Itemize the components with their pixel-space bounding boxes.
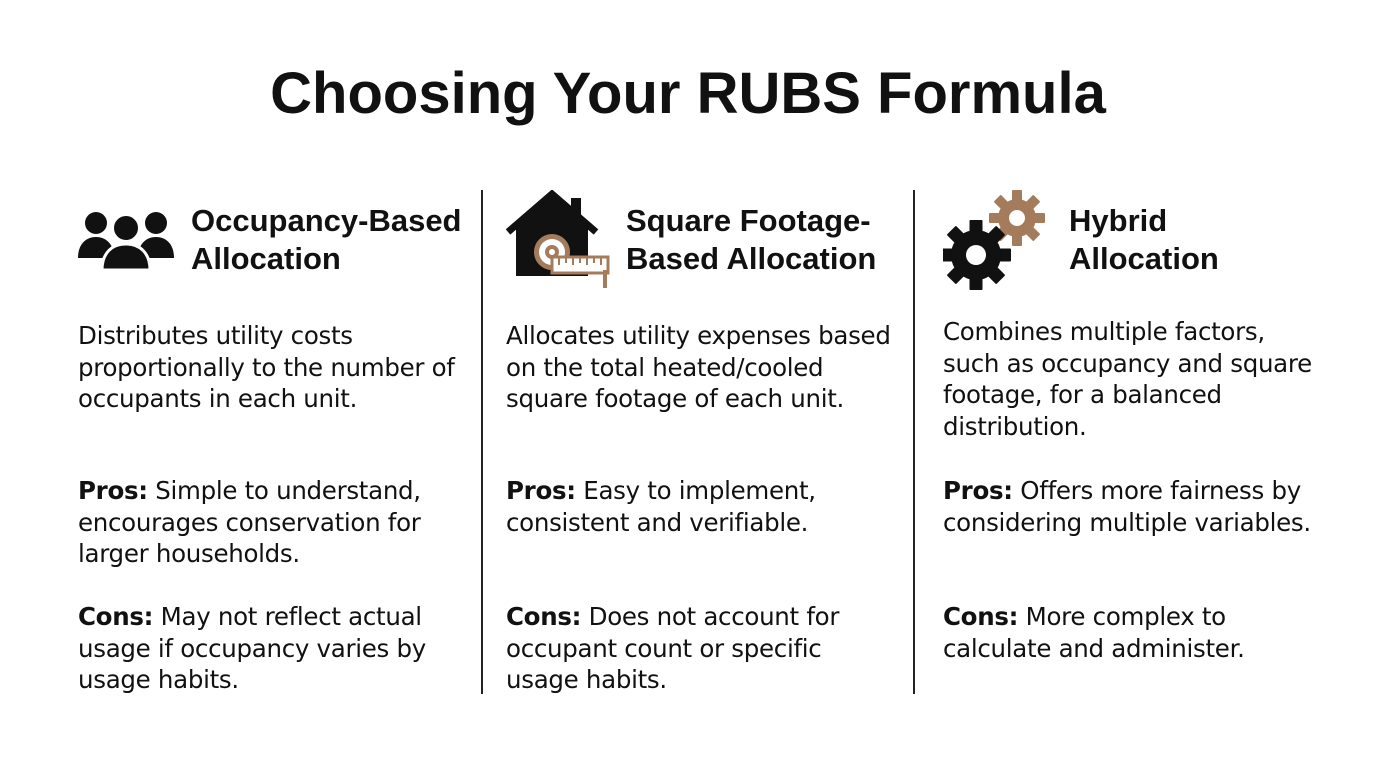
page-title: Choosing Your RUBS Formula [270, 61, 1106, 126]
people-group-icon [78, 208, 174, 277]
pros-paragraph: Pros: Simple to understand, encourages c… [78, 475, 468, 570]
column-title: Occupancy-Based Allocation [191, 202, 491, 278]
pros-text: Easy to implement, consistent and verifi… [506, 476, 816, 537]
column-description: Combines multiple factors, such as occup… [943, 317, 1312, 441]
column-description: Distributes utility costs proportionally… [78, 321, 455, 413]
cons-text: Does not account for occupant count or s… [506, 602, 840, 694]
column-title-line-2: Allocation [1069, 241, 1219, 276]
pros-text: Offers more fairness by considering mult… [943, 476, 1311, 537]
column-header: Hybrid Allocation [941, 190, 1323, 290]
pros-text: Simple to understand, encourages conserv… [78, 476, 421, 568]
column-header: Occupancy-Based Allocation [78, 190, 473, 290]
gears-icon [941, 190, 1049, 295]
column-title-line-1: Hybrid [1069, 203, 1168, 238]
cons-label: Cons: [943, 602, 1019, 631]
column-title: Square Footage- Based Allocation [626, 202, 916, 278]
column-occupancy: Occupancy-Based Allocation Distributes u… [78, 190, 473, 694]
cons-paragraph: Cons: May not reflect actual usage if oc… [78, 601, 468, 696]
cons-label: Cons: [506, 602, 582, 631]
pros-paragraph: Pros: Easy to implement, consistent and … [506, 475, 891, 538]
column-description: Allocates utility expenses based on the … [506, 321, 891, 413]
cons-paragraph: Cons: More complex to calculate and admi… [943, 601, 1318, 664]
column-square-footage: Square Footage- Based Allocation Allocat… [505, 189, 901, 694]
column-divider-1 [481, 190, 483, 694]
cons-text: May not reflect actual usage if occupanc… [78, 602, 426, 694]
house-measuring-tape-icon [505, 189, 612, 295]
column-title-line-2: Allocation [191, 241, 341, 276]
pros-label: Pros: [78, 476, 148, 505]
column-title-line-2: Based Allocation [626, 241, 877, 276]
pros-label: Pros: [506, 476, 576, 505]
column-divider-2 [913, 190, 915, 694]
cons-label: Cons: [78, 602, 154, 631]
cons-paragraph: Cons: Does not account for occupant coun… [506, 601, 891, 696]
column-title: Hybrid Allocation [1069, 202, 1319, 278]
column-title-line-1: Square Footage- [626, 203, 871, 238]
column-title-line-1: Occupancy-Based [191, 203, 462, 238]
pros-paragraph: Pros: Offers more fairness by considerin… [943, 475, 1318, 538]
column-hybrid: Hybrid Allocation Combines multiple fact… [941, 190, 1323, 663]
cons-text: More complex to calculate and administer… [943, 602, 1245, 663]
column-header: Square Footage- Based Allocation [505, 189, 901, 290]
pros-label: Pros: [943, 476, 1013, 505]
